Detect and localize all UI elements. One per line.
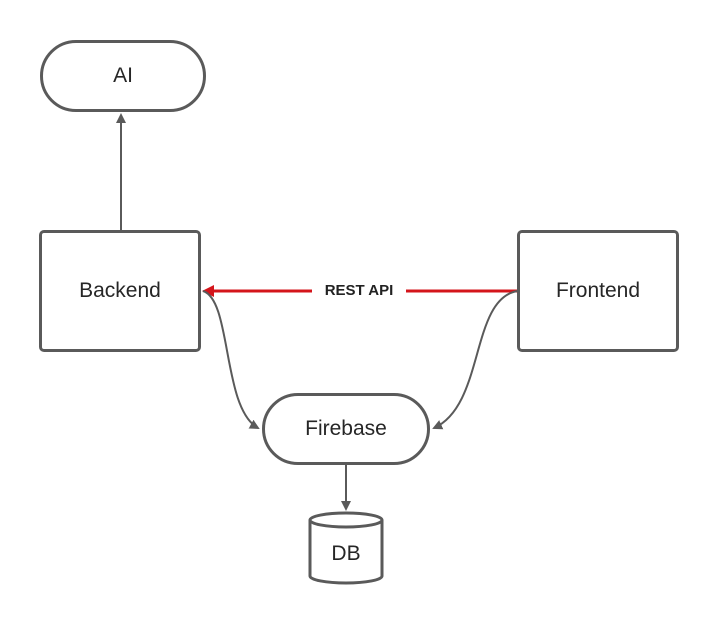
node-db-label: DB [331,542,361,565]
db-cylinder-icon [308,511,384,585]
edge-rest-api-label: REST API [312,280,406,300]
node-ai-label: AI [113,64,133,87]
node-ai[interactable]: AI [40,40,206,112]
node-backend[interactable]: Backend [39,230,201,352]
node-frontend-label: Frontend [555,279,641,302]
node-firebase[interactable]: Firebase [262,393,430,465]
node-backend-label: Backend [79,279,161,302]
edge-backend-to-firebase [202,290,260,429]
node-db[interactable]: DB [310,530,382,578]
node-firebase-label: Firebase [305,417,387,440]
edge-frontend-to-firebase [432,290,518,430]
node-frontend[interactable]: Frontend [517,230,679,352]
